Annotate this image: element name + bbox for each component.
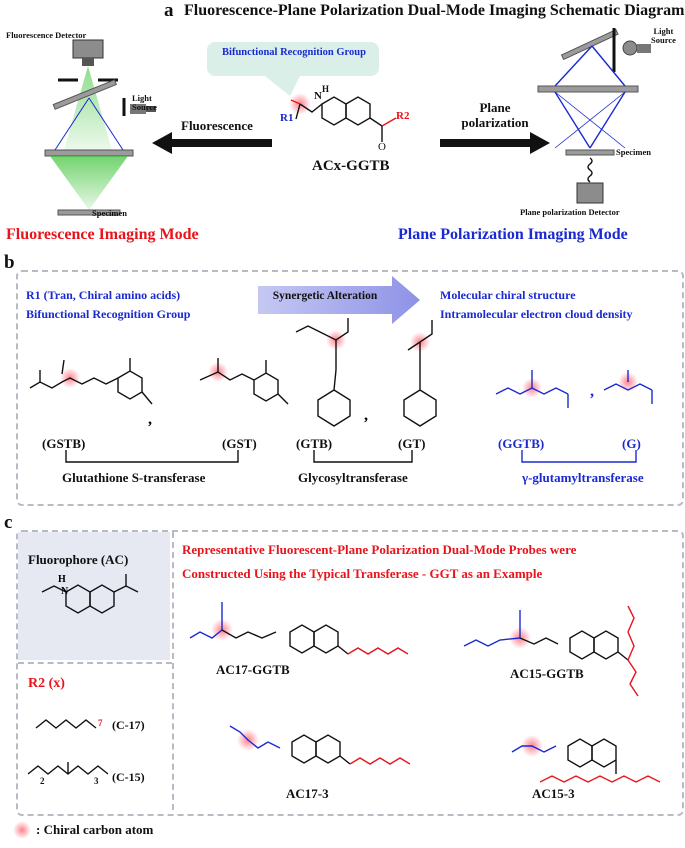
callout-label: Bifunctional Recognition Group <box>222 47 366 58</box>
probe-ac15-3: AC15-3 <box>532 786 575 801</box>
enzyme-gst: Glutathione S-transferase <box>62 470 206 485</box>
svg-text:H: H <box>58 574 66 585</box>
mode-right: Plane Polarization Imaging Mode <box>398 226 628 243</box>
ac17-ggtb-structure <box>189 602 409 655</box>
fluorescence-detector-body <box>72 39 104 59</box>
plane-arrow-line1: Plane <box>479 100 511 115</box>
svg-text:,: , <box>590 383 594 400</box>
gst-structure <box>199 358 289 405</box>
ggtb-structure <box>495 370 569 408</box>
g-label: (G) <box>622 436 641 451</box>
ac17-3-structure <box>229 725 411 765</box>
gt-bracket <box>313 450 413 463</box>
svg-text:O: O <box>378 141 386 153</box>
light-source-right-label: Light Source <box>651 27 676 45</box>
panel-c-label: c <box>4 512 13 533</box>
c17-label: (C-17) <box>112 718 145 732</box>
n-label: N <box>314 90 322 102</box>
enzyme-gt: Glycosyltransferase <box>298 470 408 485</box>
specimen-right-label: Specimen <box>616 147 651 157</box>
gt-label: (GT) <box>398 436 426 451</box>
svg-text:,: , <box>148 411 152 428</box>
panel-a-title: Fluorescence-Plane Polarization Dual-Mod… <box>184 2 685 19</box>
plane-arrow-line2: polarization <box>461 115 529 130</box>
light-source-left-label: Light Source <box>132 93 157 112</box>
right-line2: Intramolecular electron cloud density <box>440 307 633 321</box>
r1-line: R1 (Tran, Chiral amino acids) <box>26 288 181 302</box>
specimen-left-label: Specimen <box>92 208 127 218</box>
callout-box <box>207 42 379 76</box>
gstb-label: (GSTB) <box>42 436 86 451</box>
panel-b-label: b <box>4 252 15 273</box>
panel-b-box <box>16 270 684 506</box>
r1-line2: Bifunctional Recognition Group <box>26 307 191 321</box>
fluorophore-box <box>18 532 170 660</box>
panel-c-diagram: H N <box>13 574 661 839</box>
r2x-label: R2 (x) <box>28 676 65 691</box>
gstb-structure <box>29 358 153 405</box>
panel-a-diagram: O <box>44 28 651 216</box>
ac-structure <box>41 574 139 614</box>
ac15-ggtb-structure <box>463 605 639 697</box>
mode-left: Fluorescence Imaging Mode <box>6 226 199 243</box>
c15-subscript-2: 2 <box>40 776 45 786</box>
chiral-legend-dot <box>13 821 31 839</box>
r1-label: R1 <box>280 112 294 124</box>
c17-chain <box>35 719 97 729</box>
fluorophore-label: Fluorophore (AC) <box>28 552 129 567</box>
c15-subscript-3: 3 <box>94 776 99 786</box>
panel-c-hdivider <box>18 662 172 664</box>
right-line1: Molecular chiral structure <box>440 288 576 302</box>
ggtb-label: (GGTB) <box>498 436 545 451</box>
fluorescence-detector-label: Fluorescence Detector <box>6 30 87 40</box>
gst-bracket <box>65 450 239 463</box>
c15-label: (C-15) <box>112 770 145 784</box>
c17-subscript: 7 <box>98 718 103 728</box>
gt-structure <box>403 320 437 427</box>
light-source-right-line2: Source <box>651 35 676 45</box>
gtb-label: (GTB) <box>296 436 333 451</box>
enzyme-ggt: γ-glutamyltransferase <box>522 470 644 485</box>
gtb-structure <box>295 318 351 427</box>
ac15-3-structure <box>511 735 661 783</box>
svg-text:,: , <box>364 407 368 424</box>
fluorescence-arrow-label: Fluorescence <box>181 118 253 133</box>
panel-b-diagram: , , , <box>29 276 653 463</box>
probe-ac17-ggtb: AC17-GGTB <box>216 662 290 677</box>
h-label: H <box>322 84 330 94</box>
plane-arrow <box>440 132 550 154</box>
panel-a-label: a <box>164 0 174 21</box>
synergetic-arrow <box>258 276 420 324</box>
header-line2: Constructed Using the Typical Transferas… <box>182 566 543 581</box>
plane-arrow-label: Plane polarization <box>460 100 530 130</box>
panel-c-box <box>16 530 684 816</box>
light-source-right-line1: Light <box>653 26 674 36</box>
g-structure <box>603 370 653 404</box>
g-bracket <box>521 450 637 463</box>
r2-label: R2 <box>396 110 410 122</box>
probe-ac17-3: AC17-3 <box>286 786 329 801</box>
gst-label: (GST) <box>222 436 257 451</box>
header-line1: Representative Fluorescent-Plane Polariz… <box>182 542 577 557</box>
probe-name: ACx-GGTB <box>312 158 390 174</box>
plane-detector-label: Plane polarization Detector <box>520 207 620 217</box>
synergetic-label: Synergetic Alteration <box>272 290 378 302</box>
probe-ac15-ggtb: AC15-GGTB <box>510 666 584 681</box>
panel-c-divider <box>172 532 176 810</box>
legend-label: : Chiral carbon atom <box>36 822 154 837</box>
svg-text:N: N <box>61 586 69 597</box>
fluorescence-arrow <box>152 132 272 154</box>
